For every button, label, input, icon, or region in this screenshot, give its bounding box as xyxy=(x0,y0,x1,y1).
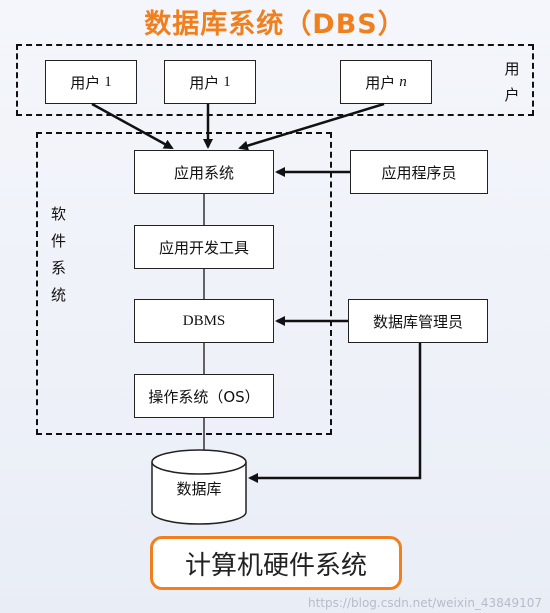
app-programmer-box[interactable]: 应用程序员 xyxy=(350,150,488,194)
app-system-label: 应用系统 xyxy=(173,163,234,182)
user-2-suffix: 1 xyxy=(223,73,231,90)
users-group-label-text: 用户 xyxy=(504,60,520,104)
users-group xyxy=(16,44,534,116)
dba-label: 数据库管理员 xyxy=(372,312,463,331)
arrow-user1-to-app xyxy=(91,102,174,150)
watermark: https://blog.csdn.net/weixin_43849107 xyxy=(307,596,542,610)
software-group-label-text: 软件系统 xyxy=(49,206,67,314)
database-cylinder xyxy=(151,449,247,525)
dev-tools-label: 应用开发工具 xyxy=(158,238,249,257)
user-n-label: 用户 xyxy=(365,73,396,92)
dev-tools-box[interactable]: 应用开发工具 xyxy=(134,225,274,269)
hardware-label: 计算机硬件系统 xyxy=(184,550,367,581)
user-2-label: 用户 xyxy=(189,73,220,92)
user-1-label: 用户 xyxy=(70,73,101,92)
user-1-suffix: 1 xyxy=(104,73,112,90)
page-title: 数据库系统（DBS） xyxy=(144,9,406,40)
users-group-label: 用户 xyxy=(502,56,522,108)
dba-box[interactable]: 数据库管理员 xyxy=(348,299,488,343)
app-system-box[interactable]: 应用系统 xyxy=(134,150,274,194)
dbms-box[interactable]: DBMS xyxy=(134,299,274,343)
os-box[interactable]: 操作系统（OS） xyxy=(134,374,274,418)
line-dba-down xyxy=(248,343,422,483)
os-label: 操作系统（OS） xyxy=(148,387,260,406)
database-label: 数据库 xyxy=(176,480,222,498)
software-group-label: 软件系统 xyxy=(48,206,68,314)
software-group xyxy=(36,132,332,435)
dbms-label: DBMS xyxy=(182,312,226,329)
hardware-box[interactable]: 计算机硬件系统 xyxy=(150,536,402,590)
user-n-suffix: n xyxy=(399,73,407,90)
app-programmer-label: 应用程序员 xyxy=(381,163,457,182)
arrow-usern-to-app xyxy=(238,102,385,151)
